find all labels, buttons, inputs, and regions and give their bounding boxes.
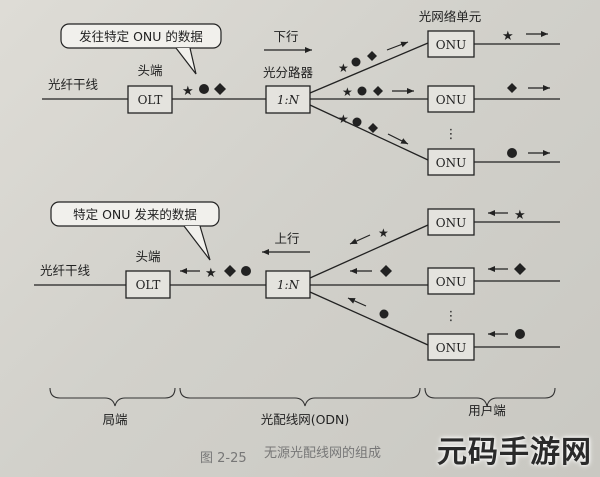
diamond-icon: [380, 265, 392, 277]
downstream-olt-label: OLT: [138, 93, 163, 107]
upstream-ellipsis: ⋮: [445, 309, 458, 324]
circle-icon: [241, 266, 251, 276]
upstream-olt-label: OLT: [136, 278, 161, 292]
circle-icon: [379, 309, 389, 319]
star-icon: ★: [205, 266, 217, 281]
diamond-icon: [507, 83, 517, 93]
upstream-onu-label-1: ONU: [436, 216, 466, 230]
downstream-onu-label-1: ONU: [436, 38, 466, 52]
circle-icon: [352, 117, 362, 127]
star-icon: ★: [342, 85, 353, 99]
downstream-fiber-trunk-label: 光纤干线: [48, 77, 99, 92]
downstream-branch-3: [309, 104, 429, 161]
upstream-branch-3-arrow: [347, 297, 367, 307]
diamond-icon: [224, 265, 236, 277]
downstream-olt-box: [127, 85, 173, 114]
upstream-onu-label-2: ONU: [436, 275, 466, 289]
odn-brace: [179, 387, 421, 407]
circle-icon: [357, 86, 367, 96]
upstream-splitter-box: [265, 270, 311, 299]
star-icon: ★: [502, 29, 514, 44]
upstream-callout-text: 特定 ONU 发来的数据: [73, 207, 197, 222]
diamond-icon: [214, 83, 226, 95]
downstream-branch-3-arrow: [387, 133, 409, 145]
downstream-section: 发往特定 ONU 的数据 下行 光纤干线 头端 OLT ★ 光分路器 1:N ★…: [42, 9, 560, 176]
upstream-splitter-ratio: 1:N: [277, 278, 300, 292]
star-icon: ★: [514, 208, 526, 223]
central-office-brace: [49, 387, 176, 407]
figure-number: 图 2-25: [200, 451, 247, 466]
circle-icon: [507, 148, 517, 158]
upstream-callout-box: [50, 201, 220, 227]
section-braces: [49, 387, 556, 407]
diamond-icon: [368, 123, 378, 133]
star-icon: ★: [182, 84, 194, 99]
star-icon: ★: [378, 226, 389, 240]
upstream-branch-1-arrow: [349, 234, 371, 245]
circle-icon: [515, 329, 525, 339]
upstream-onu-box-1: [427, 208, 475, 236]
upstream-olt-box: [125, 270, 171, 299]
central-office-label: 局端: [102, 412, 127, 427]
circle-icon: [351, 57, 361, 67]
star-icon: ★: [338, 112, 349, 126]
downstream-splitter-ratio: 1:N: [277, 93, 300, 107]
downstream-direction-label: 下行: [273, 29, 298, 44]
downstream-callout-pointer: [175, 47, 197, 75]
upstream-callout-pointer: [183, 225, 211, 261]
downstream-onu-title: 光网络单元: [419, 9, 482, 24]
figure-caption: 无源光配线网的组成: [264, 445, 381, 461]
star-icon: ★: [338, 61, 349, 75]
downstream-onu-box-1: [427, 30, 475, 58]
upstream-onu-box-2: [427, 267, 475, 295]
downstream-branch-1: [309, 42, 429, 94]
upstream-section: 特定 ONU 发来的数据 上行 光纤干线 头端 OLT ★ 1:N ★: [34, 201, 560, 361]
upstream-fiber-trunk-label: 光纤干线: [40, 263, 91, 278]
downstream-branch-1-arrow: [386, 41, 409, 51]
watermark-logo: 元码手游网: [437, 435, 592, 470]
downstream-ellipsis: ⋮: [445, 127, 458, 142]
upstream-branch-1: [309, 224, 429, 279]
upstream-onu-box-3: [427, 333, 475, 361]
diamond-icon: [373, 86, 383, 96]
downstream-head-end-label: 头端: [137, 63, 162, 78]
upstream-direction-label: 上行: [274, 231, 299, 246]
downstream-splitter-title: 光分路器: [263, 65, 314, 80]
diamond-icon: [367, 51, 377, 61]
diamond-icon: [514, 263, 526, 275]
user-end-label: 用户端: [468, 403, 506, 418]
downstream-onu-label-2: ONU: [436, 93, 466, 107]
user-end-brace: [424, 387, 556, 407]
downstream-onu-box-3: [427, 148, 475, 176]
circle-icon: [199, 84, 209, 94]
downstream-onu-label-3: ONU: [436, 156, 466, 170]
downstream-callout-text: 发往特定 ONU 的数据: [79, 29, 203, 44]
downstream-onu-box-2: [427, 85, 475, 113]
upstream-branch-3: [309, 291, 429, 346]
upstream-head-end-label: 头端: [135, 249, 160, 264]
upstream-onu-label-3: ONU: [436, 341, 466, 355]
odn-label: 光配线网(ODN): [261, 412, 350, 427]
downstream-callout-box: [60, 23, 222, 49]
